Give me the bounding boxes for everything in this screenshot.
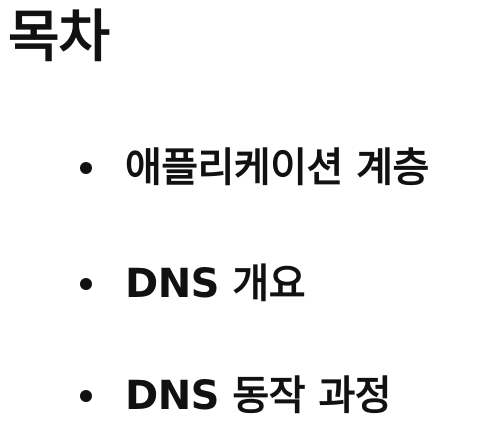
list-item: DNS 개요 — [80, 260, 306, 308]
list-item-label: 애플리케이션 계층 — [125, 145, 429, 191]
page-title: 목차 — [8, 5, 110, 70]
list-item: 애플리케이션 계층 — [80, 144, 429, 192]
list-item-label: DNS 개요 — [125, 261, 306, 307]
list-item-label: DNS 동작 과정 — [125, 373, 392, 419]
bullet-icon — [80, 278, 92, 290]
list-item: DNS 동작 과정 — [80, 372, 392, 420]
bullet-icon — [80, 162, 92, 174]
bullet-icon — [80, 390, 92, 402]
